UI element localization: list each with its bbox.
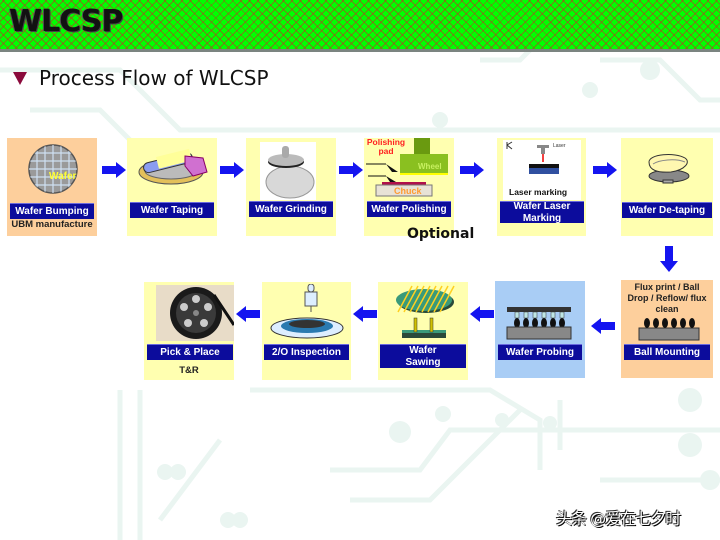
step-label: Wafer Sawing	[380, 344, 466, 368]
polishing-pad-label: Polishing pad	[366, 137, 406, 156]
arrow-right-icon	[102, 162, 126, 178]
step-2o-inspection: 2/O Inspection	[262, 282, 351, 380]
wafer-icon	[28, 144, 78, 194]
arrow-left-icon	[236, 306, 260, 322]
arrow-right-icon	[460, 162, 484, 178]
step-label: Wafer De-taping	[622, 202, 712, 218]
tape-reel-icon	[170, 287, 234, 339]
arrow-left-icon	[591, 318, 615, 334]
arrow-left-icon	[470, 306, 494, 322]
laser-label: Laser	[553, 143, 566, 149]
probe-card-icon	[506, 307, 572, 340]
watermark: 头条 @爱在七夕时	[556, 509, 681, 528]
step-label: Wafer Grinding	[249, 201, 333, 217]
step-label: Wafer Probing	[498, 344, 582, 360]
step-note: UBM manufacture	[11, 219, 93, 230]
laser-marking-caption: Laser marking	[509, 187, 568, 197]
step-pick-place: Pick & Place T&R	[144, 282, 234, 380]
step-ball-mounting: Flux print / Ball Drop / Reflow/ flux cl…	[621, 280, 713, 378]
de-taping-icon	[648, 154, 690, 184]
step-label: Pick & Place	[147, 344, 233, 360]
arrow-right-icon	[593, 162, 617, 178]
down-triangle-icon	[13, 71, 27, 85]
step-wafer-grinding: Wafer Grinding	[246, 138, 336, 236]
step-wafer-bumping: Wafer Wafer Bumping UBM manufacture	[7, 138, 97, 236]
wafer-image-text: Wafer	[49, 171, 77, 182]
header-bar: WLCSP	[0, 0, 720, 52]
arrow-left-icon	[353, 306, 377, 322]
step-label: Wafer Laser Marking	[500, 201, 584, 224]
step-label: Wafer Polishing	[367, 201, 451, 217]
taping-icon	[138, 148, 208, 185]
step-wafer-laser-marking: Laser Laser marking Wafer Laser Marking	[497, 138, 586, 236]
chuck-label: Chuck	[394, 186, 422, 196]
sawing-icon	[396, 285, 455, 338]
arrow-down-icon	[660, 246, 678, 272]
step-wafer-sawing: Wafer Sawing	[378, 282, 468, 380]
step-label: Wafer Taping	[130, 202, 214, 218]
grinding-wheel-icon	[265, 146, 315, 199]
step-note: Flux print / Ball Drop / Reflow/ flux cl…	[627, 282, 707, 314]
section-heading: Process Flow of WLCSP	[13, 66, 269, 90]
step-wafer-de-taping: Wafer De-taping	[621, 138, 713, 236]
step-note: T&R	[179, 365, 199, 376]
optional-label: Optional	[407, 226, 475, 242]
step-wafer-polishing: Polishing pad Wheel Chuck Wafer Polishin…	[364, 138, 454, 236]
solder-balls-icon	[638, 318, 700, 341]
wheel-label: Wheel	[418, 162, 442, 171]
step-wafer-probing: Wafer Probing	[495, 281, 585, 378]
laser-marking-icon	[506, 141, 559, 174]
arrow-right-icon	[339, 162, 363, 178]
step-label: Wafer Bumping	[10, 203, 94, 219]
polishing-diagram-icon	[366, 138, 448, 197]
step-label: Ball Mounting	[624, 344, 710, 360]
section-heading-text: Process Flow of WLCSP	[39, 66, 269, 90]
arrow-right-icon	[220, 162, 244, 178]
step-wafer-taping: Wafer Taping	[127, 138, 217, 236]
inspection-icon	[270, 284, 344, 339]
step-label: 2/O Inspection	[264, 344, 349, 360]
header-title: WLCSP	[9, 4, 123, 39]
